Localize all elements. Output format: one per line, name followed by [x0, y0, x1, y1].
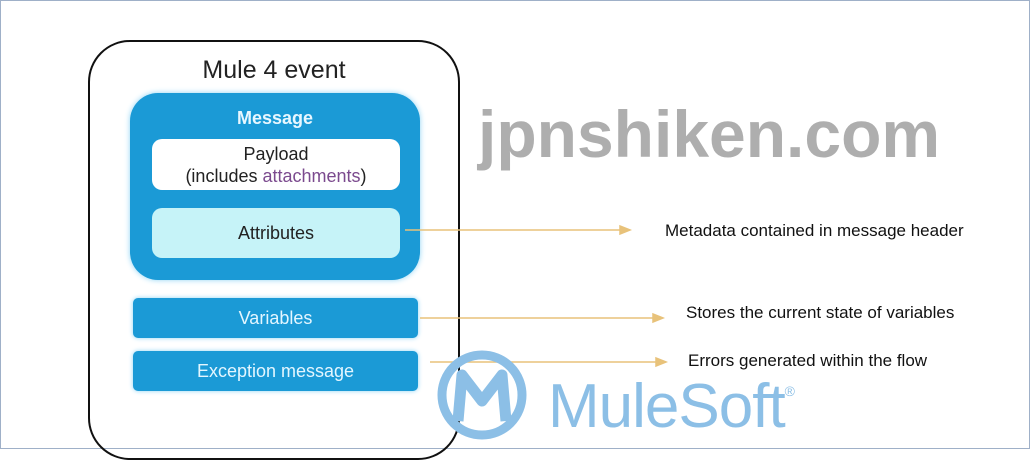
watermark: jpnshiken.com: [478, 97, 941, 171]
message-title: Message: [236, 108, 314, 128]
payload-note-open: (includes: [185, 166, 263, 186]
exception-description: Errors generated within the flow: [688, 351, 928, 370]
mulesoft-logo-icon: [437, 350, 527, 440]
payload-box: Payload (includes attachments): [152, 139, 400, 190]
logo-registered: ®: [784, 383, 795, 399]
arrows-layer: [405, 224, 669, 440]
payload-note: (includes attachments): [152, 165, 400, 187]
exception-box: Exception message: [133, 351, 418, 391]
payload-note-close: ): [360, 166, 367, 186]
event-title: Mule 4 event: [202, 56, 346, 84]
arrowhead-variables: [652, 312, 666, 324]
attachments-text: attachments: [262, 166, 361, 186]
arrowhead-exception: [655, 356, 669, 368]
variables-description: Stores the current state of variables: [686, 303, 955, 322]
attributes-description: Metadata contained in message header: [665, 221, 964, 240]
logo-name: MuleSoft: [548, 372, 786, 441]
attributes-box: Attributes: [152, 208, 400, 258]
variables-box: Variables: [133, 298, 418, 338]
mulesoft-logo-text: MuleSoft®: [548, 376, 795, 438]
arrowhead-attributes: [619, 224, 633, 236]
payload-label: Payload: [243, 144, 309, 164]
